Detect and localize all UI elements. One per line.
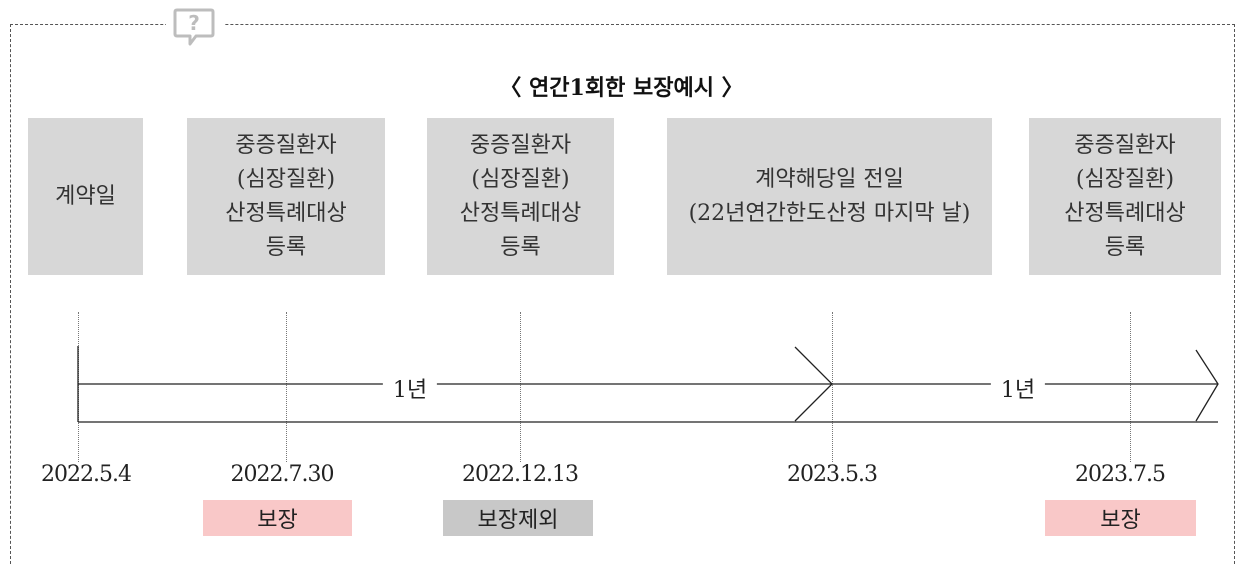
event-box-registration-1: 중증질환자 (심장질환) 산정특례대상 등록 xyxy=(187,118,385,275)
tick-registration-3 xyxy=(1130,312,1131,462)
tick-registration-2 xyxy=(520,312,521,462)
date-contract: 2022.5.4 xyxy=(41,462,132,487)
event-line: 등록 xyxy=(500,234,541,260)
event-line: 중증질환자 xyxy=(469,132,572,158)
tick-anniversary-eve xyxy=(832,312,833,462)
event-box-anniversary-eve: 계약해당일 전일 (22년연간한도산정 마지막 날) xyxy=(667,118,992,275)
date-registration-2: 2022.12.13 xyxy=(462,462,579,487)
date-registration-1: 2022.7.30 xyxy=(230,462,335,487)
event-box-registration-3: 중증질환자 (심장질환) 산정특례대상 등록 xyxy=(1029,118,1221,275)
date-anniversary-eve: 2023.5.3 xyxy=(787,462,878,487)
event-line: (심장질환) xyxy=(1075,166,1175,192)
span-label-year1: 1년 xyxy=(382,372,438,404)
span-label-year2: 1년 xyxy=(990,372,1046,404)
badge-covered-2: 보장 xyxy=(1045,500,1196,536)
badge-covered-1: 보장 xyxy=(203,500,352,536)
example-frame xyxy=(10,24,1235,564)
question-bubble-icon: ? xyxy=(166,2,224,50)
event-line: 산정특례대상 xyxy=(225,200,347,226)
badge-excluded: 보장제외 xyxy=(443,500,593,536)
event-line: 등록 xyxy=(1104,234,1146,260)
svg-text:?: ? xyxy=(188,11,200,35)
event-line: 중증질환자 xyxy=(1074,132,1176,158)
event-line: 계약일 xyxy=(55,183,116,209)
event-line: (심장질환) xyxy=(471,166,570,192)
event-box-registration-2: 중증질환자 (심장질환) 산정특례대상 등록 xyxy=(427,118,614,275)
event-line: 계약해당일 전일 xyxy=(755,166,904,192)
event-line: 산정특례대상 xyxy=(1064,200,1186,226)
event-box-contract: 계약일 xyxy=(28,118,143,275)
tick-registration-1 xyxy=(286,312,287,462)
event-line: 등록 xyxy=(265,234,307,260)
arrowhead-year2 xyxy=(1195,349,1219,422)
event-line: (22년연간한도산정 마지막 날) xyxy=(688,200,971,226)
event-line: 중증질환자 xyxy=(235,132,337,158)
event-line: 산정특례대상 xyxy=(459,200,582,226)
event-line: (심장질환) xyxy=(236,166,336,192)
diagram-title: 〈 연간1회한 보장예시 〉 xyxy=(499,75,744,101)
timeline xyxy=(77,346,1219,423)
date-registration-3: 2023.7.5 xyxy=(1075,462,1166,487)
